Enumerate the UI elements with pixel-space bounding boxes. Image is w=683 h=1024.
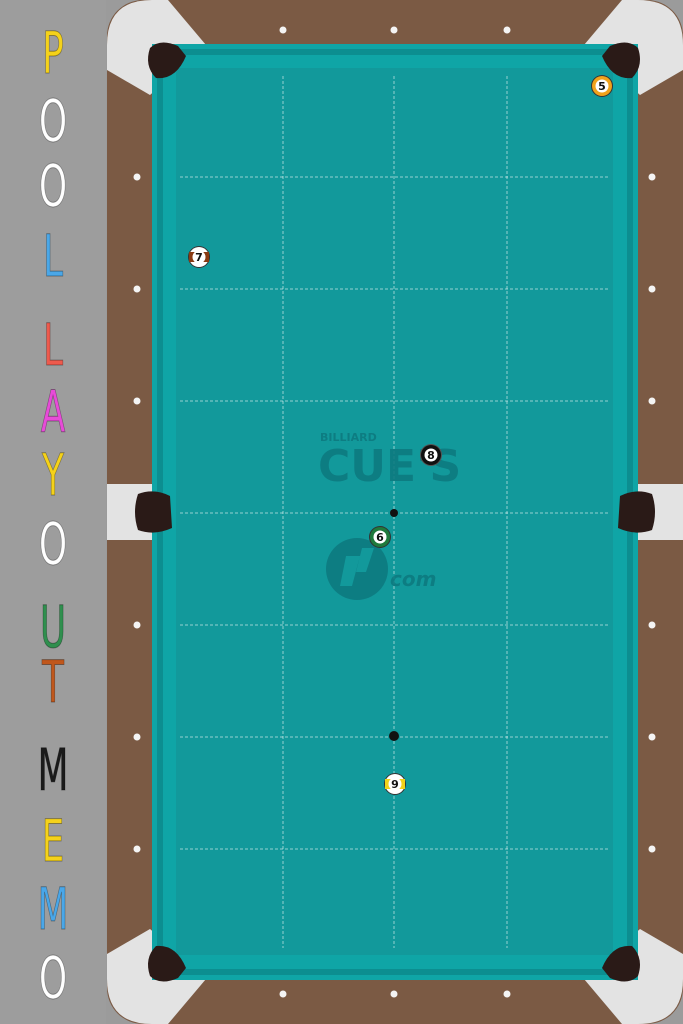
rail-diamond [390, 990, 398, 998]
title-letter: O [38, 944, 68, 1012]
pockets [135, 42, 655, 982]
rail-diamond [503, 26, 511, 34]
logo-small-text: BILLIARD [320, 431, 377, 444]
cloth-grid [180, 76, 608, 948]
title-letter: L [42, 222, 64, 290]
rail-diamond [390, 26, 398, 34]
title-letter: T [42, 648, 65, 716]
rail-diamond [133, 621, 141, 629]
title-letter: O [38, 510, 68, 578]
pocket-middle-right [618, 491, 655, 533]
center-spot [390, 509, 398, 517]
pocket-top-right [602, 42, 640, 79]
pocket-bottom-left [148, 945, 186, 982]
ball-8-number: 8 [427, 449, 435, 462]
rail-diamonds [133, 26, 656, 998]
pocket-middle-left [135, 491, 172, 533]
foot-spot [389, 731, 399, 741]
rail-diamond [279, 990, 287, 998]
rail-diamond [133, 845, 141, 853]
title-letter: O [38, 87, 68, 155]
ball-7[interactable]: 7 [188, 246, 210, 268]
rail-diamond [133, 733, 141, 741]
ball-7-number: 7 [195, 251, 203, 264]
rail-diamond [133, 285, 141, 293]
ball-5[interactable]: 5 [591, 75, 613, 97]
rail-diamond [648, 397, 656, 405]
ball-5-number: 5 [598, 80, 606, 93]
title-letter: U [39, 593, 67, 661]
ball-6[interactable]: 6 [369, 526, 391, 548]
ball-8[interactable]: 8 [420, 444, 442, 466]
rail-diamond [279, 26, 287, 34]
rail-diamond [503, 990, 511, 998]
rail-diamond [648, 173, 656, 181]
ball-9-number: 9 [391, 778, 399, 791]
rail-diamond [648, 733, 656, 741]
title-letter: M [37, 875, 69, 943]
pocket-top-left [148, 42, 186, 79]
title-letter: E [41, 807, 65, 875]
rail-diamond [648, 621, 656, 629]
pocket-bottom-right [602, 945, 640, 982]
title-letter: Y [42, 441, 65, 509]
title-letter: O [38, 152, 68, 220]
title-letter: M [37, 736, 69, 804]
ball-6-number: 6 [376, 531, 384, 544]
rail-diamond [648, 285, 656, 293]
rail-diamond [133, 397, 141, 405]
title-letter: P [42, 19, 64, 87]
rail-diamond [133, 173, 141, 181]
ball-9[interactable]: 9 [384, 773, 406, 795]
logo-suffix-text: com [390, 567, 436, 591]
rail-diamond [648, 845, 656, 853]
logo-emblem-mark [340, 548, 374, 586]
title-letter: L [42, 311, 64, 379]
title-letter: A [40, 378, 66, 446]
